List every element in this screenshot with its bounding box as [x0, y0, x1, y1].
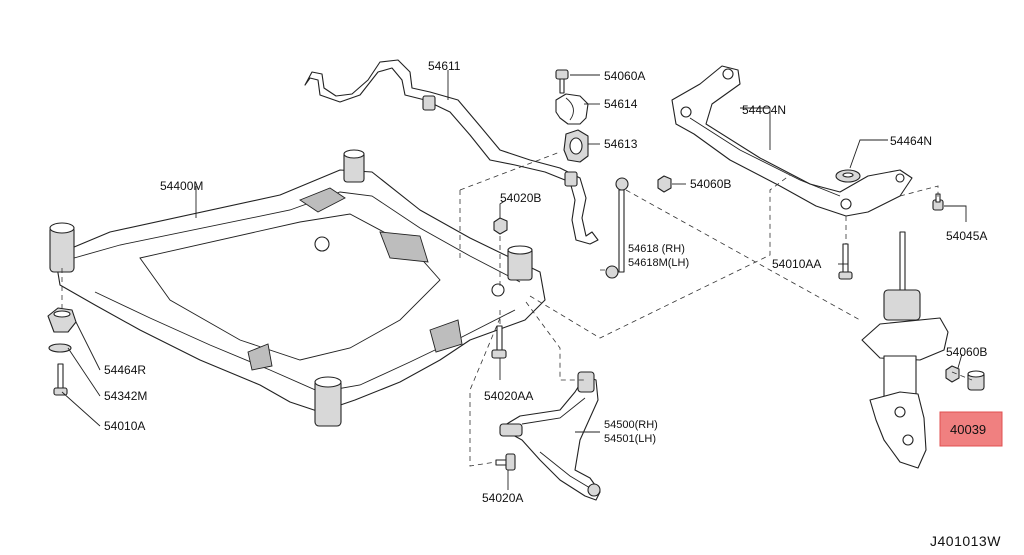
- label-54464R: 54464R: [104, 363, 146, 377]
- label-54060B-top: 54060B: [690, 177, 731, 191]
- label-54010AA: 54010AA: [772, 257, 821, 271]
- nut-54020B: [493, 217, 508, 235]
- label-40039: 40039: [950, 422, 986, 437]
- highlight-box[interactable]: [939, 411, 1003, 447]
- bolt-54010AA: [838, 243, 853, 280]
- label-54618M-lh: 54618M(LH): [628, 257, 689, 269]
- label-54020AA: 54020AA: [484, 389, 533, 403]
- bushing-54613: [563, 129, 589, 163]
- stabilizer-bar: [304, 59, 599, 245]
- clamp-bolt-54060A: [555, 69, 569, 94]
- bolt-54045A: [932, 193, 944, 211]
- part-labels: 54611 54060A 54614 54613 544C4N 54464N 5…: [104, 59, 987, 505]
- bolt-54010A: [53, 363, 68, 396]
- member-544C4N: [671, 65, 913, 217]
- label-54045A: 54045A: [946, 229, 987, 243]
- stabilizer-link: [605, 177, 629, 279]
- bolt-54020A: [495, 453, 516, 471]
- nut-54060B-top: [657, 175, 672, 193]
- washer-54342M: [48, 343, 72, 353]
- label-54618-rh: 54618 (RH): [628, 243, 685, 255]
- label-54464N: 54464N: [890, 134, 932, 148]
- clamp-54614: [555, 93, 589, 125]
- front-crossmember: [49, 149, 546, 427]
- label-54400M: 54400M: [160, 179, 203, 193]
- transverse-link: [499, 371, 601, 501]
- label-54500-rh: 54500(RH): [604, 419, 658, 431]
- label-54060B-strut: 54060B: [946, 345, 987, 359]
- nut-54060B-strut: [945, 365, 960, 383]
- label-54060A: 54060A: [604, 69, 645, 83]
- label-54020B: 54020B: [500, 191, 541, 205]
- diagram-reference: J401013W: [930, 533, 1001, 549]
- dashed-guide-lines: [61, 151, 973, 467]
- label-54010A: 54010A: [104, 419, 145, 433]
- bushing-40039: [967, 370, 985, 391]
- label-54342M: 54342M: [104, 389, 147, 403]
- label-54020A: 54020A: [482, 491, 523, 505]
- mount-54464N: [835, 169, 861, 183]
- strut-assembly: [861, 231, 949, 469]
- label-544C4N: 544C4N: [742, 103, 786, 117]
- label-54611: 54611: [428, 59, 461, 73]
- leader-lines: [61, 70, 967, 490]
- label-54614: 54614: [604, 97, 638, 111]
- bolt-54020AA: [491, 325, 507, 359]
- label-54501-lh: 54501(LH): [604, 433, 656, 445]
- mount-54464R: [47, 307, 77, 333]
- label-54613: 54613: [604, 137, 638, 151]
- highlight-40039[interactable]: 40039: [939, 411, 1003, 447]
